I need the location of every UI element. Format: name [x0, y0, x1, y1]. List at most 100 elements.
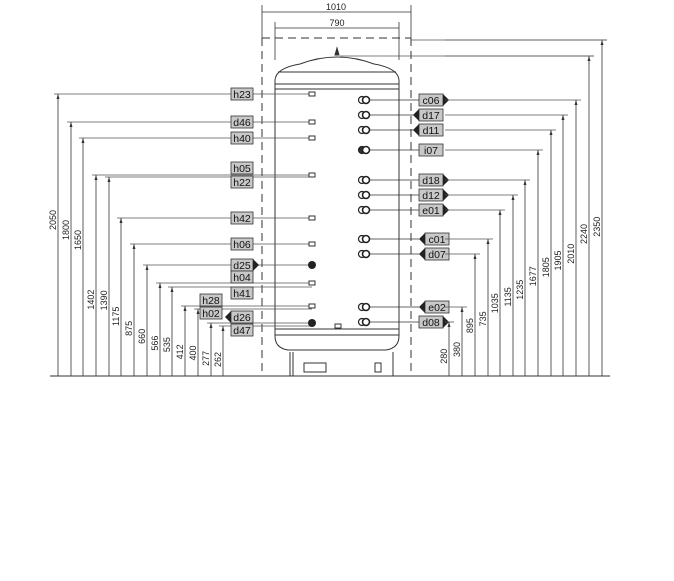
connection-label-box[interactable]: [230, 237, 254, 251]
arrow-icon: [119, 218, 123, 223]
connection-label-7: d25: [233, 260, 251, 272]
connection-label-10: h28: [202, 295, 220, 307]
connection-label-2: h40: [233, 133, 251, 145]
connection-label-box[interactable]: [230, 87, 254, 101]
connection-label: c06: [423, 95, 440, 107]
left-dimension-value: 277: [201, 351, 211, 366]
arrow-icon: [145, 265, 149, 270]
arrow-icon: [574, 100, 578, 105]
port-icon: [334, 323, 342, 329]
connection-label-13: d47: [233, 325, 251, 337]
connection-label-box[interactable]: [418, 143, 444, 157]
left-dimension-value: 412: [175, 344, 185, 359]
arrow-icon: [486, 239, 490, 244]
left-dimension-value: 262: [213, 352, 223, 367]
right-dimension-value: 895: [465, 318, 475, 333]
port-icon: [308, 215, 316, 221]
arrow-icon: [107, 177, 111, 182]
connection-label: c01: [429, 234, 446, 246]
port-icon: [308, 135, 316, 141]
connection-label-box[interactable]: [230, 161, 254, 175]
right-dimension-value: 1235: [515, 280, 525, 300]
tank-body: [274, 46, 400, 376]
connection-label: d18: [422, 175, 440, 187]
port-icon: [361, 175, 371, 185]
right-dimension-value: 1035: [490, 293, 500, 313]
connection-label-box[interactable]: [199, 306, 223, 320]
arrow-icon: [460, 307, 464, 312]
connection-label: e01: [422, 205, 440, 217]
port-icon: [361, 190, 371, 200]
left-dimension-value: 660: [137, 329, 147, 344]
port-icon: [361, 125, 371, 135]
left-dimension-value: 1402: [86, 290, 96, 310]
arrow-icon: [94, 175, 98, 180]
inlet-arrow-icon: [419, 301, 425, 313]
left-dimension-value: 1390: [99, 290, 109, 310]
arrow-icon: [132, 244, 136, 249]
connection-label-3: h05: [233, 163, 251, 175]
inlet-arrow-icon: [419, 233, 425, 245]
connection-label-9: h41: [233, 288, 251, 300]
arrow-icon: [183, 306, 187, 311]
outlet-arrow-icon: [253, 259, 259, 271]
port-icon: [361, 205, 371, 215]
connection-label-11: h02: [202, 308, 220, 320]
connection-label-box[interactable]: [199, 293, 223, 307]
port-icon: [361, 234, 371, 244]
arrow-icon: [498, 210, 502, 215]
left-dimension-value: 535: [162, 337, 172, 352]
connection-label-box[interactable]: [230, 211, 254, 225]
connection-label-8: h04: [233, 272, 251, 284]
connection-label: d08: [422, 317, 440, 329]
right-dimension-value: 1805: [541, 257, 551, 277]
arrow-icon: [447, 322, 451, 327]
connection-label-box[interactable]: [230, 115, 254, 129]
width-dimensions: [261, 5, 412, 60]
arrow-icon: [81, 138, 85, 143]
connection-label: e02: [428, 302, 446, 314]
port-icon: [361, 302, 371, 312]
connection-label-box[interactable]: [230, 131, 254, 145]
right-dimension-value: 1677: [528, 266, 538, 286]
arrow-icon: [473, 254, 477, 259]
port-icon: [308, 119, 316, 125]
connection-label-1: d46: [233, 117, 251, 129]
connection-label-6: h06: [233, 239, 251, 251]
connection-label-box[interactable]: [230, 175, 254, 189]
connection-label: d11: [423, 125, 440, 137]
arrow-icon: [587, 56, 591, 61]
left-dimension-value: 1650: [73, 230, 83, 250]
arrow-icon: [600, 40, 604, 45]
arrow-icon: [523, 180, 527, 185]
connection-label: i07: [424, 145, 438, 157]
connection-label-5: h42: [233, 213, 251, 225]
inlet-arrow-icon: [413, 109, 419, 121]
port-icon: [361, 145, 371, 155]
right-dimension-value: 2010: [566, 244, 576, 264]
connection-label-box[interactable]: [230, 323, 254, 337]
connection-label: d17: [422, 110, 440, 122]
port-icon: [308, 303, 316, 309]
outer-width-dimension: 1010: [326, 2, 346, 12]
right-dimension-value: 1905: [553, 251, 563, 271]
connection-label: d12: [422, 190, 440, 202]
arrow-icon: [56, 94, 60, 99]
inner-width-dimension: 790: [329, 18, 344, 28]
left-dimension-value: 566: [150, 336, 160, 351]
port-icon: [361, 95, 371, 105]
left-dimension-value: 875: [124, 321, 134, 336]
connection-label-box[interactable]: [230, 270, 254, 284]
arrow-icon: [549, 130, 553, 135]
right-dimension-value: 2240: [579, 224, 589, 244]
port-icon: [308, 261, 316, 269]
right-dimension-value: 2350: [592, 217, 602, 237]
inlet-arrow-icon: [419, 248, 425, 260]
port-icon: [308, 172, 316, 178]
port-icon: [308, 319, 316, 327]
connection-label-box[interactable]: [230, 286, 254, 300]
connection-label-0: h23: [233, 89, 251, 101]
connection-label-4: h22: [233, 177, 251, 189]
arrow-icon: [536, 150, 540, 155]
inlet-arrow-icon: [413, 124, 419, 136]
